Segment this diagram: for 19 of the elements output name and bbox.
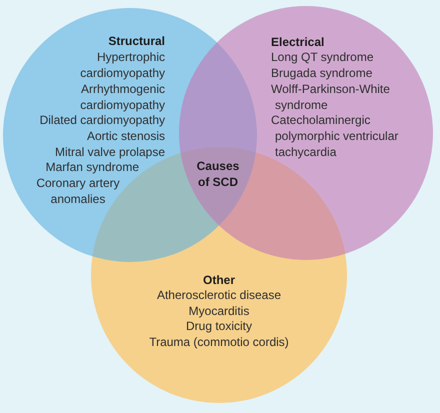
- list-item: Aortic stenosis: [86, 129, 165, 145]
- center-title: Causes of SCD: [196, 159, 240, 191]
- circle-heading: Other: [202, 273, 236, 289]
- list-item: Myocarditis: [188, 304, 250, 320]
- list-item: Mitral valve prolapse: [54, 145, 165, 161]
- circle-heading: Structural: [107, 34, 165, 50]
- circle-heading: Electrical: [271, 35, 326, 51]
- list-item: Arrhythmogenic cardiomyopathy: [79, 82, 165, 114]
- list-item: Dilated cardiomyopathy: [38, 113, 165, 129]
- list-item: Drug toxicity: [184, 319, 254, 335]
- list-item: Marfan syndrome: [44, 160, 139, 176]
- list-item: Brugada syndrome: [271, 66, 374, 82]
- list-item: Trauma (commotio cordis): [148, 335, 290, 351]
- list-item: Atherosclerotic disease: [156, 288, 282, 304]
- list-item: Hypertrophic cardiomyopathy: [79, 50, 165, 82]
- list-item: Long QT syndrome: [271, 50, 374, 66]
- list-item: Catecholaminergic polymorphic ventricular tachycardia: [271, 113, 400, 160]
- list-item: Wolff-Parkinson-White syndrome: [271, 82, 391, 114]
- list-item: Coronary artery anomalies: [35, 176, 121, 208]
